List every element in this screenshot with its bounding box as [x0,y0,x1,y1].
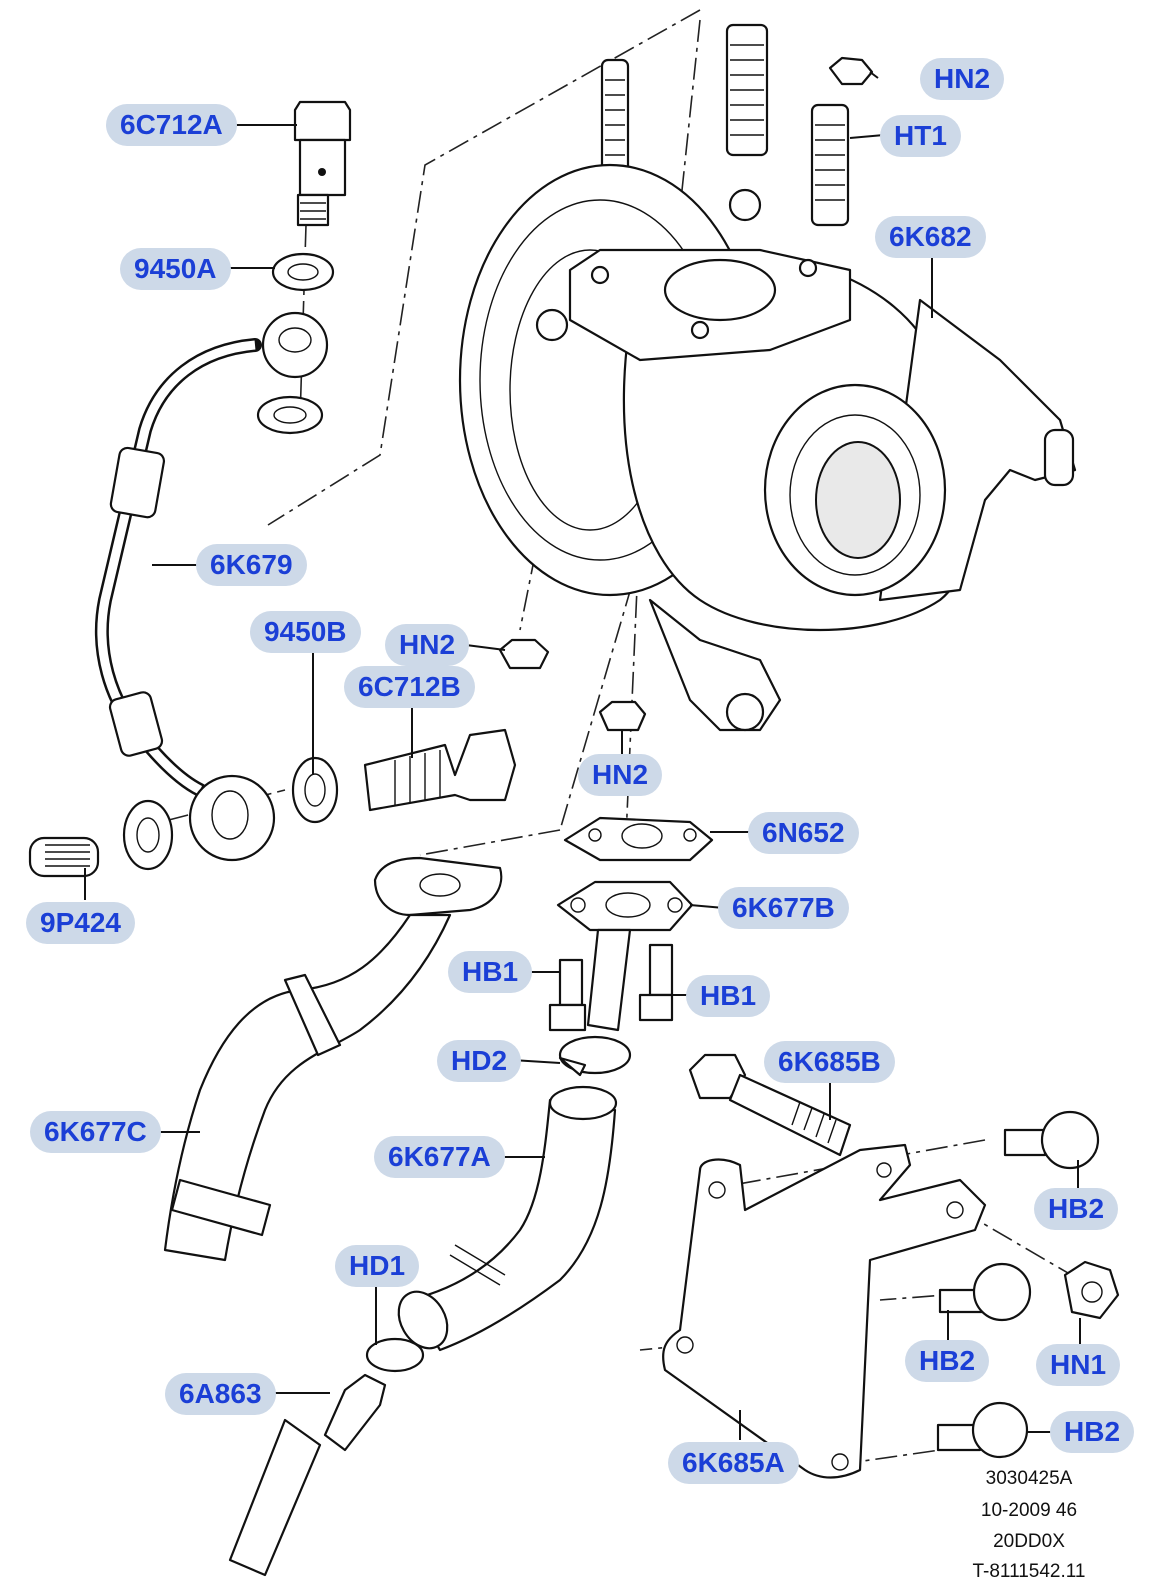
callout-6c712b[interactable]: 6C712B [344,666,475,708]
callout-hn2-a[interactable]: HN2 [385,624,470,666]
turbo-studs [600,23,874,227]
mounting-bracket [662,1143,987,1479]
return-hose-lower [397,1085,618,1352]
callout-9450a[interactable]: 9450A [120,248,231,290]
bracket-bolt [688,1053,852,1157]
callout-9450b[interactable]: 9450B [250,611,361,653]
callout-hn2-b[interactable]: HN2 [578,754,663,796]
callout-hb1-right[interactable]: HB1 [686,975,771,1017]
callout-6k677a[interactable]: 6K677A [374,1136,505,1178]
turbocharger [458,163,1077,732]
callout-6k682[interactable]: 6K682 [875,216,986,258]
caption-line-3: 20DD0X [993,1531,1065,1552]
callout-hd2[interactable]: HD2 [437,1040,522,1082]
callout-6a863[interactable]: 6A863 [165,1373,276,1415]
callout-9p424[interactable]: 9P424 [26,902,135,944]
callout-ht1[interactable]: HT1 [880,115,961,157]
callout-hn2-top[interactable]: HN2 [920,58,1005,100]
callout-6k685b[interactable]: 6K685B [764,1041,895,1083]
clamp-upper [558,1035,632,1077]
caption-line-4: T-8111542.11 [972,1561,1086,1582]
callout-6k685a[interactable]: 6K685A [668,1442,799,1484]
callout-6k677b[interactable]: 6K677B [718,887,849,929]
oil-feed-pipe [94,311,329,862]
callout-hb1-left[interactable]: HB1 [448,951,533,993]
callout-6n652[interactable]: 6N652 [748,812,859,854]
callout-hb2-b[interactable]: HB2 [905,1340,990,1382]
caption-line-1: 3030425A [985,1468,1073,1489]
flange-bolts [548,943,674,1032]
nuts [498,638,647,732]
callout-hb2-a[interactable]: HB2 [1034,1188,1119,1230]
callout-hd1[interactable]: HD1 [335,1245,420,1287]
callout-hb2-c[interactable]: HB2 [1050,1411,1135,1453]
callout-6c712a[interactable]: 6C712A [106,104,237,146]
bracket-fasteners [936,1110,1120,1459]
callout-hn1[interactable]: HN1 [1036,1344,1121,1386]
banjo-bolt-upper [256,100,352,435]
banjo-bolt-lower [28,728,517,878]
caption-line-2: 10-2009 46 [980,1500,1078,1521]
callout-6k679[interactable]: 6K679 [196,544,307,586]
clamp-lower-and-tube [228,1337,425,1577]
return-hose-upper [163,856,503,1262]
callout-6k677c[interactable]: 6K677C [30,1111,161,1153]
